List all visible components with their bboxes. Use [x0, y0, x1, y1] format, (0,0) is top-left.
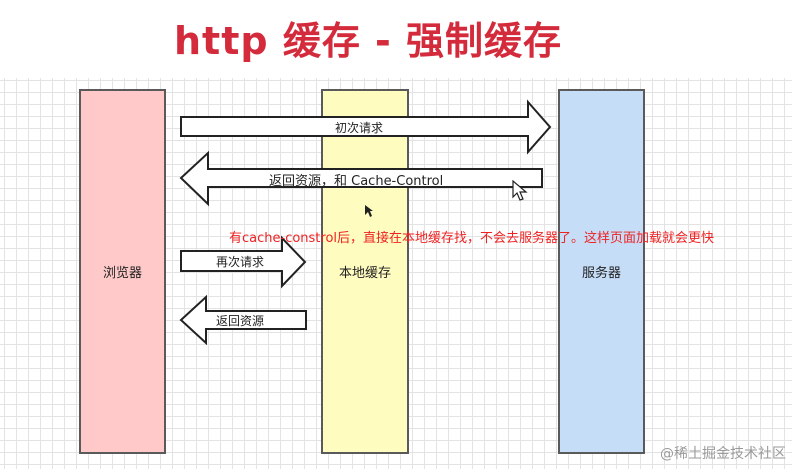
browser-column: 浏览器: [79, 89, 166, 454]
return-resource-label: 返回资源: [216, 314, 265, 328]
mouse-pointer-icon: [512, 180, 528, 201]
small-cursor-icon: [365, 205, 373, 217]
annotation-note: 有cache-constrol后，直接在本地缓存找，不会去服务器了。这样页面加载…: [229, 231, 715, 246]
browser-label: 浏览器: [102, 266, 142, 281]
watermark: @稀土掘金技术社区: [660, 446, 786, 462]
first-request-label: 初次请求: [335, 121, 384, 135]
server-column: 服务器: [558, 89, 645, 454]
second-request-arrow: [180, 235, 307, 289]
first-request-arrow: [180, 99, 552, 155]
local-cache-label: 本地缓存: [338, 266, 391, 281]
server-label: 服务器: [581, 266, 621, 281]
return-resource-arrow: [179, 294, 307, 346]
return-cache-control-label: 返回资源，和 Cache-Control: [269, 174, 444, 189]
return-cache-control-arrow: [179, 150, 543, 207]
local-cache-column: 本地缓存: [321, 89, 409, 454]
diagram-title: http 缓存 - 强制缓存: [174, 19, 563, 63]
second-request-label: 再次请求: [216, 255, 265, 269]
